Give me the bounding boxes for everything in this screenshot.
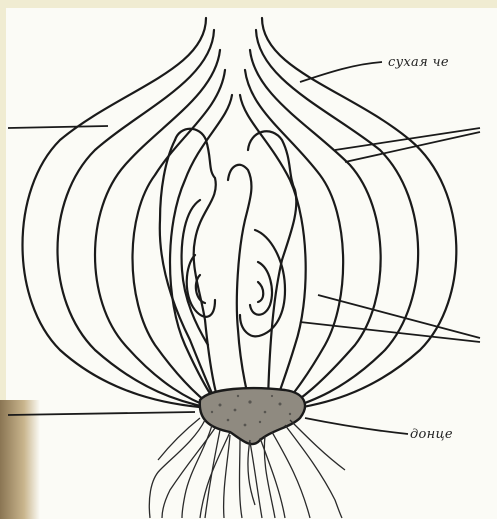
pointer-fleshy-scales-1 xyxy=(335,128,480,150)
pointer-left-top xyxy=(8,126,108,128)
fleshy-scale-2 xyxy=(95,50,381,410)
basal-plate-donets xyxy=(200,388,305,444)
onion-scales xyxy=(23,18,457,410)
label-bottom: донце xyxy=(410,427,453,442)
inner-bud-right xyxy=(248,131,296,400)
pointer-left-bottom xyxy=(8,412,195,415)
pointer-fleshy-scales-2 xyxy=(345,132,480,162)
label-dry-scale: сухая че xyxy=(388,55,449,70)
pointer-bottom xyxy=(305,418,408,434)
fleshy-scale-3 xyxy=(133,70,344,410)
fleshy-scale-1 xyxy=(58,30,419,410)
